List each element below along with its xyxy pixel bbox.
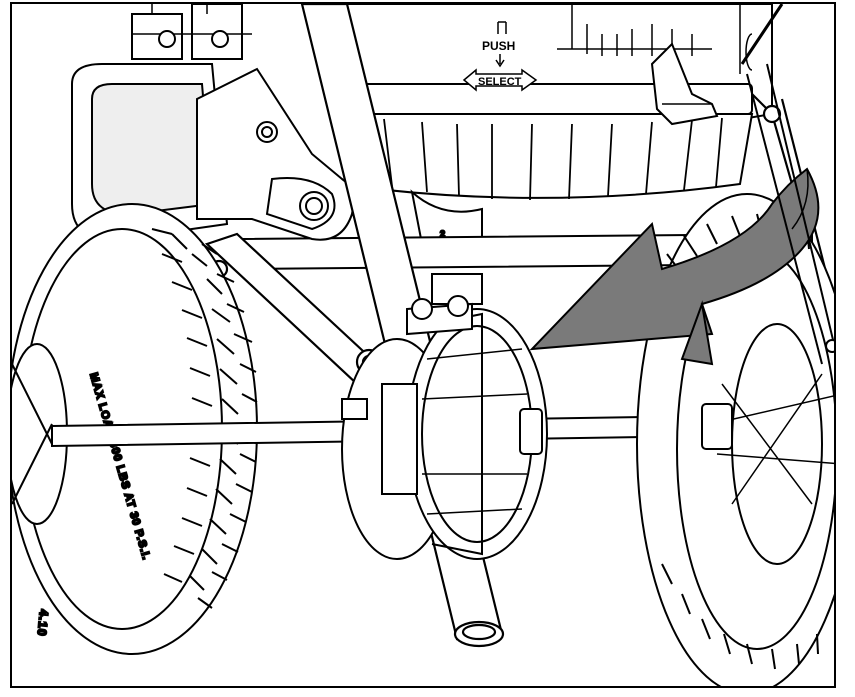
left-wheel: MAX LOAD 300 LBS AT 30 P.S.I. 4.10	[12, 203, 259, 655]
left-handle-bracket	[71, 4, 355, 241]
curved-arrow-icon	[529, 167, 820, 366]
illustration-frame: PUSH SELECT 2	[10, 2, 836, 688]
push-label: PUSH	[482, 39, 515, 53]
latch-tab	[650, 4, 784, 126]
cooling-drum	[360, 113, 754, 246]
select-label: SELECT	[478, 76, 522, 88]
tire-size-text: 4.10	[35, 609, 51, 637]
drive-pulley	[341, 295, 548, 560]
push-select-icon: PUSH SELECT	[462, 21, 538, 92]
part-mark: 2	[440, 229, 445, 239]
sprayer-cart-illustration: PUSH SELECT 2	[12, 4, 834, 686]
right-frame-leg	[746, 63, 834, 365]
